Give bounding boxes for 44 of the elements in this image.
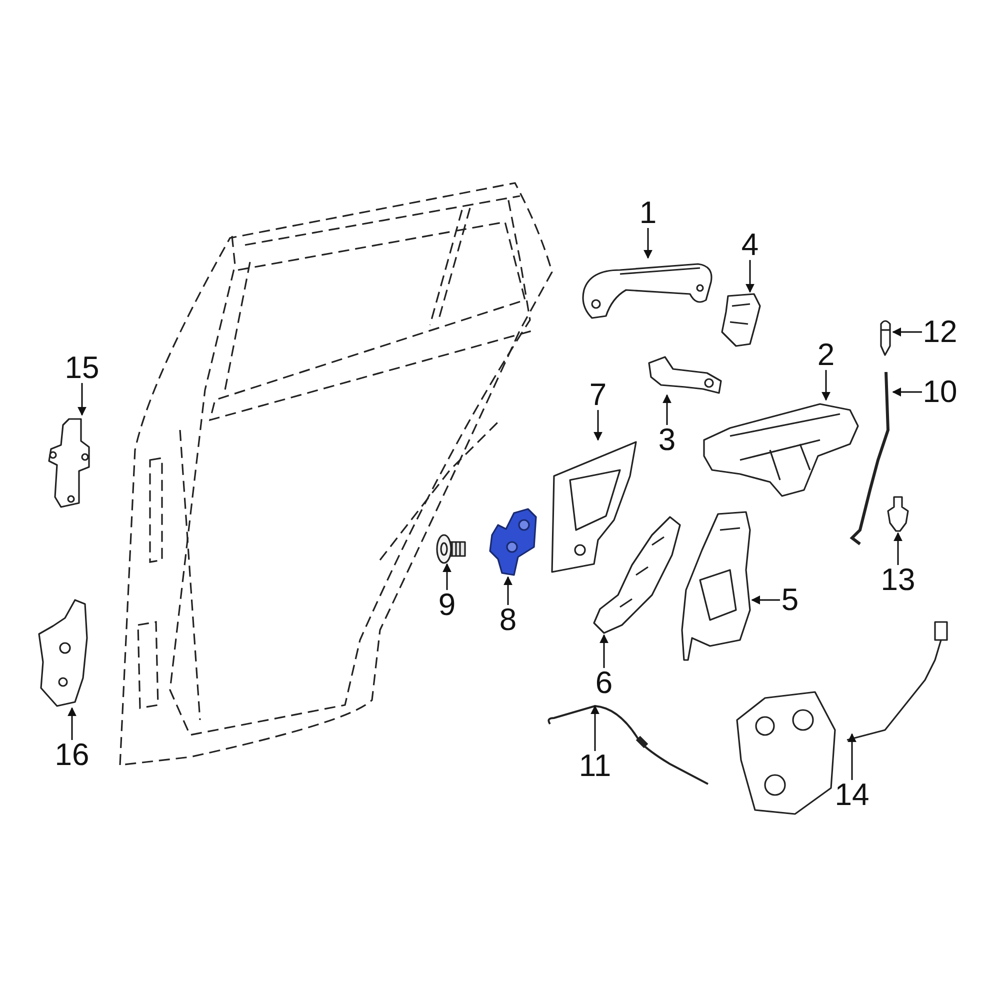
leader-arrow: [751, 596, 780, 604]
callout-number: 6: [594, 666, 614, 700]
striker-drawing: [488, 507, 538, 577]
callout-number: 1: [638, 196, 658, 230]
callout-number: 11: [577, 749, 613, 783]
callout-number: 5: [780, 583, 800, 617]
handle-bracket-drawing: [720, 292, 762, 347]
hinge-drawing: [35, 598, 90, 708]
callout-number: 9: [437, 588, 457, 622]
leader-arrow: [504, 576, 512, 605]
leader-arrow: [590, 705, 600, 751]
latch-bracket-drawing: [592, 515, 682, 635]
handle-carrier-drawing: [700, 400, 860, 500]
leader-arrow: [894, 532, 902, 565]
leader-arrow: [594, 410, 602, 441]
pin-drawing: [878, 318, 893, 356]
leader-arrow: [442, 563, 452, 590]
leader-arrow: [78, 383, 86, 416]
callout-number: 3: [657, 423, 677, 457]
callout-number: 8: [498, 603, 518, 637]
trim-bracket-drawing: [550, 440, 640, 575]
leader-arrow: [892, 328, 922, 336]
callout-number: 2: [816, 338, 836, 372]
callout-number: 7: [588, 378, 608, 412]
leader-arrow: [848, 733, 856, 780]
bolt-drawing: [436, 533, 466, 564]
callout-number: 15: [64, 351, 100, 385]
leader-arrow: [600, 634, 608, 668]
leader-arrow: [822, 370, 830, 401]
callout-number: 14: [834, 778, 870, 812]
handle-cover-drawing: [645, 355, 725, 395]
lock-actuator-drawing: [735, 620, 950, 818]
leader-arrow: [662, 394, 672, 425]
door-latch-drawing: [680, 510, 752, 660]
leader-arrow: [644, 228, 652, 259]
clip-drawing: [886, 495, 910, 533]
leader-arrow: [68, 707, 76, 740]
leader-arrow: [746, 260, 754, 293]
leader-arrow: [892, 388, 922, 396]
callout-number: 13: [880, 563, 916, 597]
callout-number: 12: [922, 315, 958, 349]
callout-number: 16: [54, 738, 90, 772]
callout-number: 4: [740, 228, 760, 262]
callout-number: 10: [922, 375, 958, 409]
